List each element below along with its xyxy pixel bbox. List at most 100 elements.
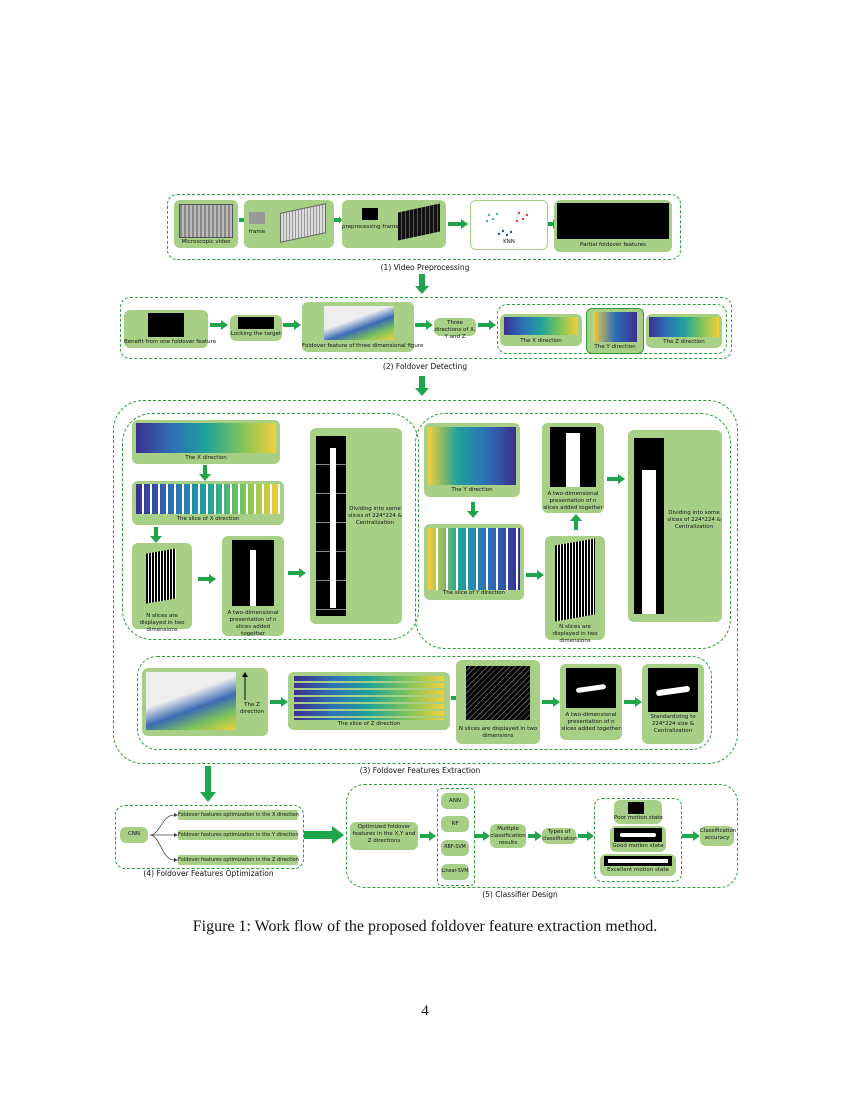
standardizing-label: Standardizing to 224*224 size & Centrali…: [650, 714, 696, 734]
y-dir-label: The Y direction: [594, 344, 636, 350]
rbf-svm-label: RBF-SVM: [444, 845, 466, 850]
arrow-right-icon: [210, 320, 228, 330]
arrow-right-icon: [682, 831, 700, 841]
z-direction-panel: [137, 656, 712, 750]
dividing-y-label: Dividing into some slices of 224*224 & C…: [667, 510, 721, 530]
z-slice-label: The slice of Z direction: [337, 721, 401, 727]
optimized-label: Optimized foldover features in the X,Y a…: [352, 824, 416, 844]
video-thumbnail: [179, 204, 233, 238]
arrow-down-icon: [467, 502, 479, 518]
excellent-shape: [608, 859, 668, 863]
z-dir-thumbnail: [649, 317, 719, 337]
microscopic-video-label: Microscopic video: [181, 239, 231, 245]
z-dir-label: The Z direction: [663, 339, 705, 345]
arrow-right-icon: [474, 831, 490, 841]
arrow-right-icon: [270, 697, 288, 707]
preproc-thumbnail: [362, 208, 378, 220]
cnn-branch-arrows: [150, 813, 178, 862]
locking-thumbnail: [238, 317, 274, 329]
three-dim-plot: [324, 306, 394, 340]
two-dim-x-label: A two-dimensional presentation of n slic…: [227, 610, 279, 637]
good-label: Good motion state: [612, 843, 664, 849]
types-label: Types of classification: [542, 829, 578, 842]
benefit-label: Benefit from one foldover feature: [124, 339, 217, 345]
z-direction-thumbnail: [146, 672, 236, 730]
x-direction-thumbnail: [136, 423, 276, 453]
y-direction-panel: [415, 413, 731, 649]
arrow-right-icon: [542, 697, 560, 707]
frame-thumbnail: [249, 212, 265, 224]
poor-box: Poor motion state: [614, 800, 663, 824]
rf-label: RF: [451, 821, 459, 827]
arrow-right-icon: [526, 570, 544, 580]
optimized-box: Optimized foldover features in the X,Y a…: [350, 822, 418, 850]
locking-box: Locking the target: [230, 315, 282, 341]
knn-box: KNN: [470, 200, 548, 250]
arrow-right-icon: [420, 831, 436, 841]
arrow-down-icon: [200, 766, 216, 802]
x-slice-thumbnail: [136, 484, 280, 514]
linear-svm-box: Linear-SVM: [441, 864, 469, 880]
dividing-x-label: Dividing into some slices of 224*224 & C…: [348, 506, 402, 526]
three-dim-label: Foldover feature of three dimensional fi…: [302, 343, 424, 349]
section-4-panel: [115, 805, 304, 869]
x-direction-panel: [122, 413, 419, 640]
n-slices-z-box: N slices are displayed in two dimensions: [456, 660, 540, 744]
x-dir-label: The X direction: [520, 338, 562, 344]
benefit-thumbnail: [148, 313, 184, 337]
z-slice-thumbnail: [294, 676, 444, 720]
excellent-label: Excellent motion state: [607, 867, 669, 873]
preprocessing-frame-box: preprocessing frame: [342, 200, 446, 248]
three-dirs-label: Three directions of X, Y and Z: [434, 320, 476, 340]
knn-label: KNN: [503, 239, 515, 245]
opt-y-box: Foldover features optimization in the Y …: [178, 830, 299, 840]
z-direction-box: The Z direction: [142, 668, 268, 736]
opt-x-label: Foldover features optimization in the X …: [178, 812, 299, 818]
section-2-caption: (2) Foldover Detecting: [382, 362, 468, 371]
locking-label: Locking the target: [230, 331, 282, 337]
arrow-right-icon: [607, 474, 625, 484]
opt-z-label: Foldover features optimization in the Z …: [178, 857, 299, 863]
y-slice-thumbnail: [428, 528, 520, 590]
dividing-x-shape: [330, 448, 336, 608]
arrow-right-icon: [624, 697, 642, 707]
section-1-caption: (1) Video Preprocessing: [380, 263, 470, 272]
x-dir-box: The X direction: [500, 314, 582, 346]
poor-label: Poor motion state: [614, 815, 663, 821]
standardizing-box: Standardizing to 224*224 size & Centrali…: [642, 664, 704, 744]
y-direction-label: The Y direction: [451, 487, 493, 493]
section-4-caption: (4) Foldover Features Optimization: [143, 869, 274, 878]
section-1-panel: [167, 194, 681, 260]
page-number: 4: [421, 1003, 429, 1019]
microscopic-video-box: Microscopic video: [174, 200, 238, 248]
y-slice-box: The slice of Y direction: [424, 524, 524, 600]
arrow-right-icon: [304, 826, 344, 844]
good-box: Good motion state: [610, 826, 666, 852]
x-direction-box: The X direction: [132, 420, 280, 464]
benefit-box: Benefit from one foldover feature: [124, 310, 217, 348]
two-dim-z-box: A two-dimensional presentation of n slic…: [560, 664, 622, 740]
arrow-right-icon: [334, 216, 342, 224]
section-2-panel: [120, 297, 732, 359]
z-direction-label: The Z direction: [239, 702, 265, 715]
n-slices-z-label: N slices are displayed in two dimensions: [458, 726, 538, 739]
arrow-down-icon: [415, 376, 429, 396]
figure-caption: Figure 1: Work flow of the proposed fold…: [192, 918, 658, 935]
section-3-caption: (3) Foldover Features Extraction: [359, 766, 481, 775]
dividing-y-box: Dividing into some slices of 224*224 & C…: [628, 430, 722, 622]
arrow-right-icon: [578, 831, 594, 841]
y-dir-box: The Y direction: [586, 308, 644, 354]
linear-svm-label: Linear-SVM: [441, 869, 469, 874]
arrow-right-icon: [528, 831, 542, 841]
n-slices-x-label: N slices are displayed in two dimensions: [139, 613, 185, 633]
opt-x-box: Foldover features optimization in the X …: [178, 810, 299, 820]
motion-state-panel: [594, 798, 682, 882]
n-slices-y-label: N slices are displayed in two dimensions: [552, 624, 598, 644]
n-slices-y-box: N slices are displayed in two dimensions: [545, 536, 605, 644]
accuracy-label: Classification accuracy: [700, 828, 737, 841]
arrow-right-icon: [283, 320, 301, 330]
x-slice-label: The slice of X direction: [176, 516, 240, 522]
arrow-down-icon: [415, 274, 429, 294]
section-5-caption: (5) Classifier Design: [482, 890, 558, 899]
section-5-panel: [346, 784, 738, 888]
